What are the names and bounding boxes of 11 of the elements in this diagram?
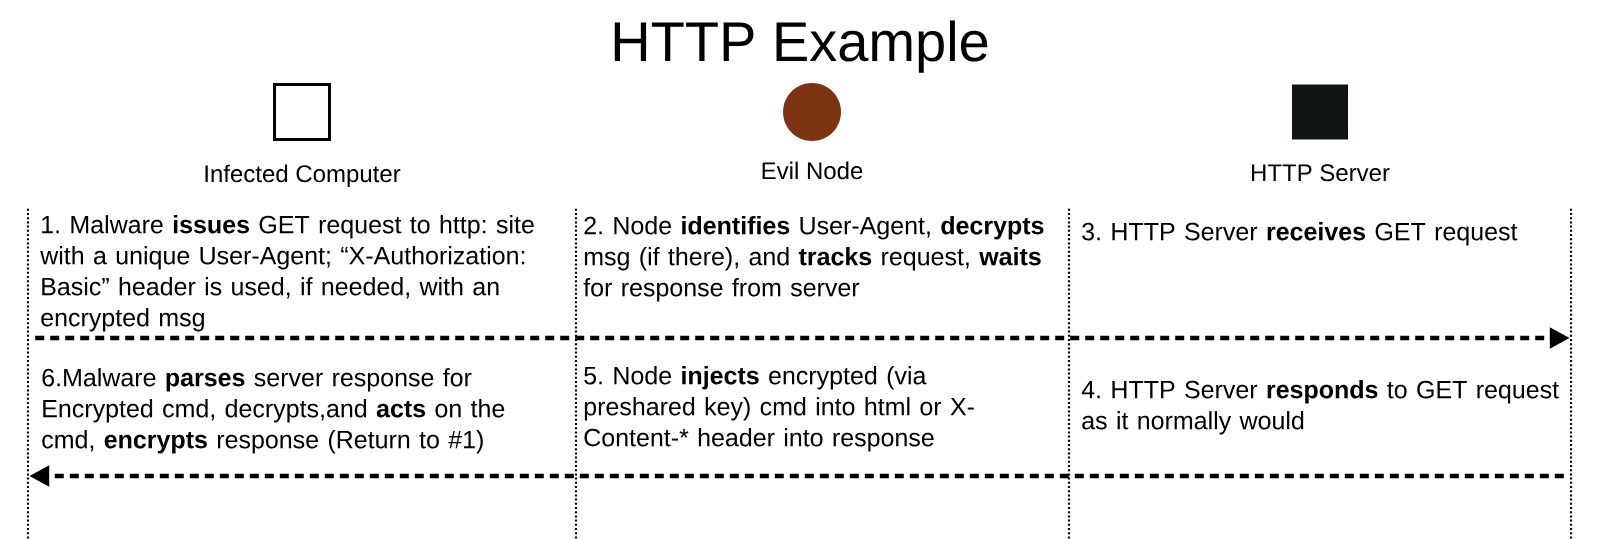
step-text: 4. HTTP Server responds to GET request as it normally would xyxy=(1081,380,1559,435)
dotted-line xyxy=(1067,208,1071,539)
actor-label: Evil Node xyxy=(762,161,863,180)
dotted-line xyxy=(26,208,30,539)
title: HTTP Example xyxy=(614,20,988,73)
step-text: 1. Malware issues GET request to http: site with a unique User-Agent; “X-Authorization: Basic” header is used, if needed, with an encrypted msg xyxy=(40,215,534,332)
dotted-line xyxy=(574,208,578,539)
dotted-line xyxy=(1569,208,1573,539)
actor-label: Infected Computer xyxy=(205,164,401,187)
actor-label: HTTP Server xyxy=(1252,164,1390,182)
step-text: 2. Node identifies User-Agent, decrypts msg (if there), and tracks request, waits for response from server xyxy=(583,216,1044,302)
